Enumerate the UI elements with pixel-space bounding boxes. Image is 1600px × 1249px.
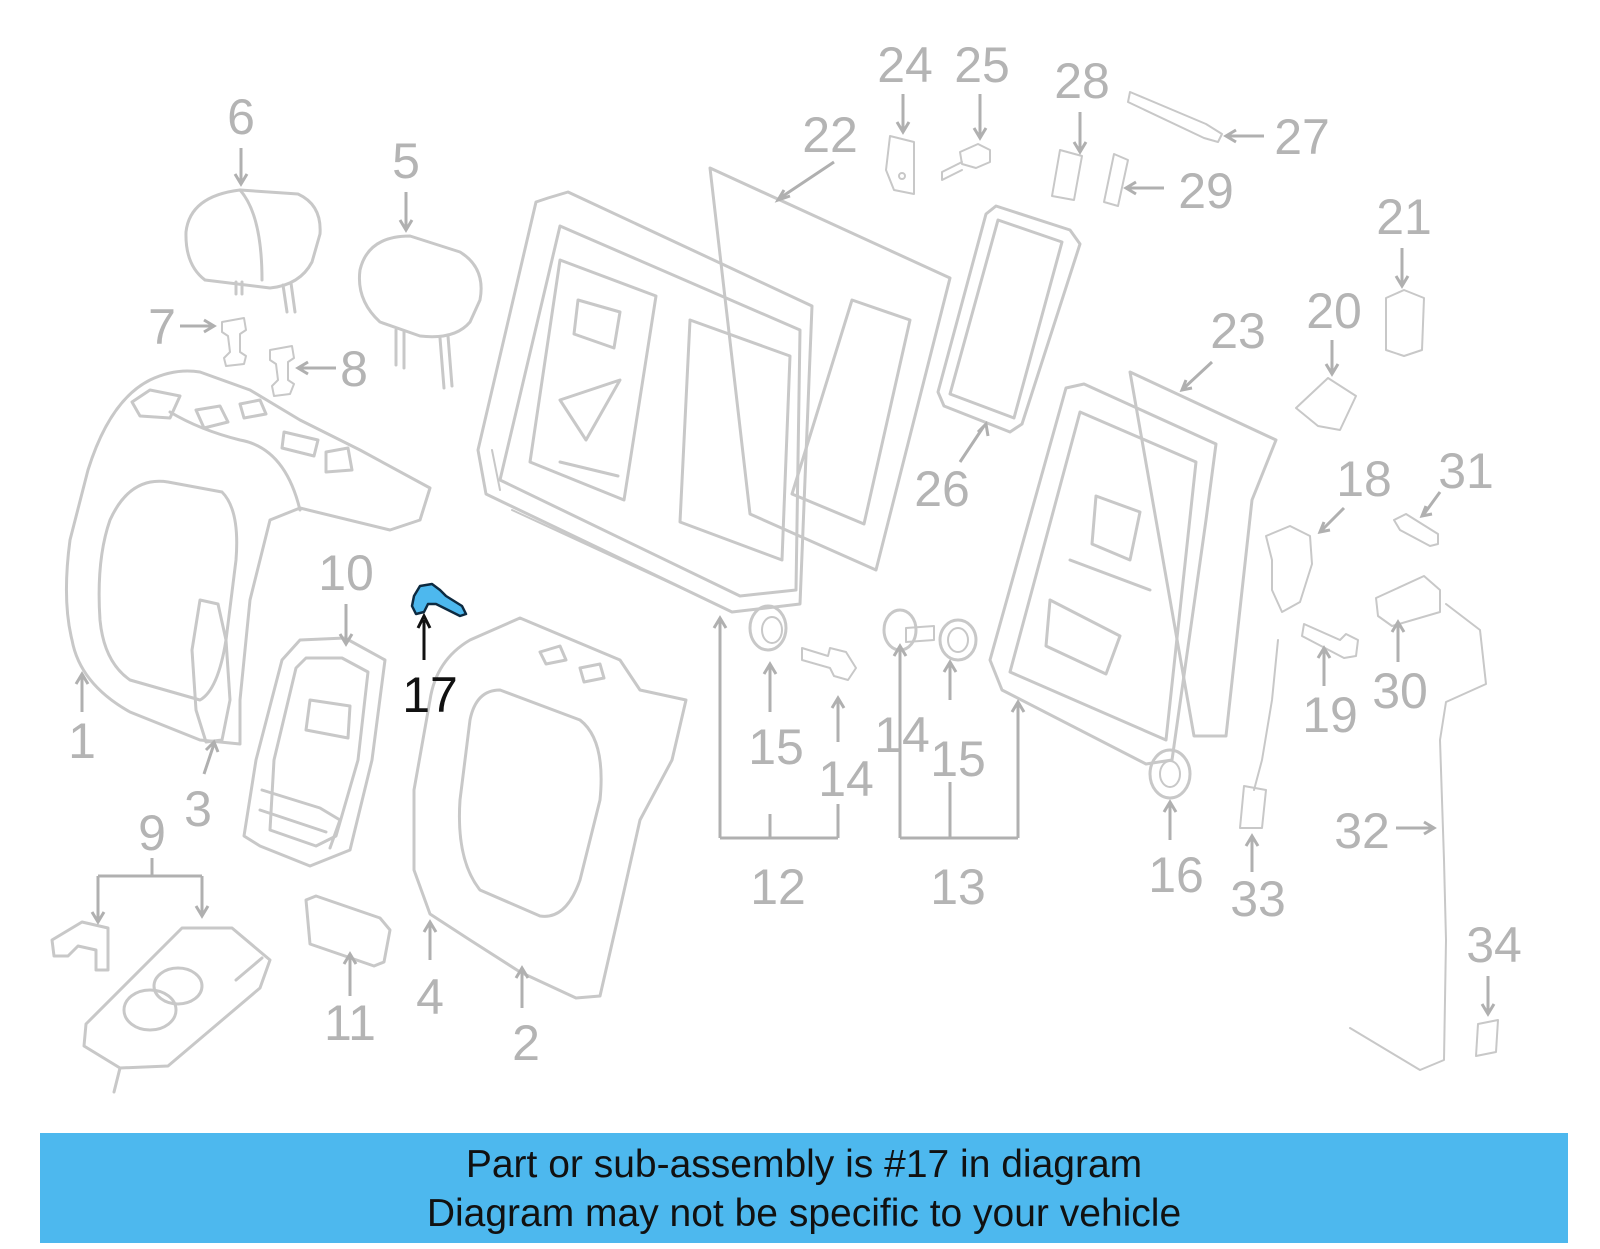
label-part-14-left: 14 <box>818 751 874 807</box>
label-part-22: 22 <box>802 107 858 163</box>
label-part-27: 27 <box>1274 109 1330 165</box>
part-info-banner: Part or sub-assembly is #17 in diagram D… <box>40 1133 1568 1243</box>
part-5-headrest <box>357 234 483 390</box>
label-part-3: 3 <box>184 781 212 837</box>
label-part-8: 8 <box>340 341 368 397</box>
part-31-bolt <box>1393 513 1439 547</box>
part-7-guide <box>221 317 247 367</box>
part-22-frame <box>476 166 952 614</box>
part-26-panel <box>936 204 1082 434</box>
label-part-11: 11 <box>324 995 376 1051</box>
part-30-bracket <box>1375 575 1441 627</box>
part-24-clip <box>885 135 915 195</box>
label-part-12: 12 <box>750 859 806 915</box>
label-part-34: 34 <box>1466 917 1522 973</box>
label-part-29: 29 <box>1178 163 1234 219</box>
banner-line-2: Diagram may not be specific to your vehi… <box>426 1192 1182 1235</box>
part-19-pin <box>1301 623 1359 659</box>
label-part-14-right: 14 <box>874 707 930 763</box>
label-part-5: 5 <box>392 133 420 189</box>
part-29-clip <box>1103 153 1129 207</box>
part-9-armrest <box>50 920 272 1094</box>
part-18-latch <box>1265 525 1313 613</box>
part-33-cable <box>1239 639 1279 829</box>
part-14-bolt-left <box>801 647 857 681</box>
part-6-headrest <box>184 188 322 314</box>
label-part-4: 4 <box>416 969 444 1025</box>
part-17-bracket <box>410 582 468 618</box>
part-8-guide <box>269 345 295 397</box>
part-20-trim <box>1295 377 1357 431</box>
label-part-30: 30 <box>1372 663 1428 719</box>
part-10-armrest-frame <box>242 636 387 868</box>
part-1-seat-back-left <box>64 369 432 746</box>
part-25-bolt <box>941 143 991 181</box>
label-part-24: 24 <box>877 37 933 93</box>
label-part-21: 21 <box>1376 189 1432 245</box>
label-part-9: 9 <box>138 805 166 861</box>
label-part-25: 25 <box>954 37 1010 93</box>
banner-line-1: Part or sub-assembly is #17 in diagram <box>465 1143 1143 1186</box>
label-part-31: 31 <box>1438 443 1494 499</box>
label-part-20: 20 <box>1306 283 1362 339</box>
label-part-6: 6 <box>227 89 255 145</box>
label-part-33: 33 <box>1230 871 1286 927</box>
label-part-18: 18 <box>1336 451 1392 507</box>
label-part-17: 17 <box>402 667 458 723</box>
part-21-button <box>1385 289 1425 357</box>
label-part-10: 10 <box>318 545 374 601</box>
label-part-2: 2 <box>512 1015 540 1071</box>
part-27-rod <box>1127 91 1223 143</box>
label-part-16: 16 <box>1148 847 1204 903</box>
part-2-seat-back-right <box>412 616 688 1000</box>
part-23-frame <box>988 370 1278 766</box>
label-part-13: 13 <box>930 859 986 915</box>
label-part-28: 28 <box>1054 53 1110 109</box>
label-part-7: 7 <box>148 299 176 355</box>
label-part-15-right: 15 <box>930 731 986 787</box>
label-part-1: 1 <box>68 713 96 769</box>
part-16-grommet <box>1148 748 1192 800</box>
label-part-26: 26 <box>914 461 970 517</box>
label-part-32: 32 <box>1334 803 1390 859</box>
part-15-bushing-left <box>748 604 788 652</box>
part-3-bolster <box>190 598 232 744</box>
part-28-clip <box>1051 149 1083 201</box>
part-14-bolt-right <box>882 608 935 652</box>
label-part-15-left: 15 <box>748 719 804 775</box>
part-34-tag <box>1475 1019 1499 1057</box>
part-11-cover <box>304 894 392 968</box>
part-15-bushing-right <box>938 618 978 662</box>
label-part-23: 23 <box>1210 303 1266 359</box>
callout-labels: 6 5 7 8 1 3 10 9 11 4 2 17 22 24 25 28 2… <box>68 37 1522 1071</box>
leader-lines <box>74 94 1496 1017</box>
part-32-cable <box>1349 603 1487 1071</box>
label-part-19: 19 <box>1302 687 1358 743</box>
